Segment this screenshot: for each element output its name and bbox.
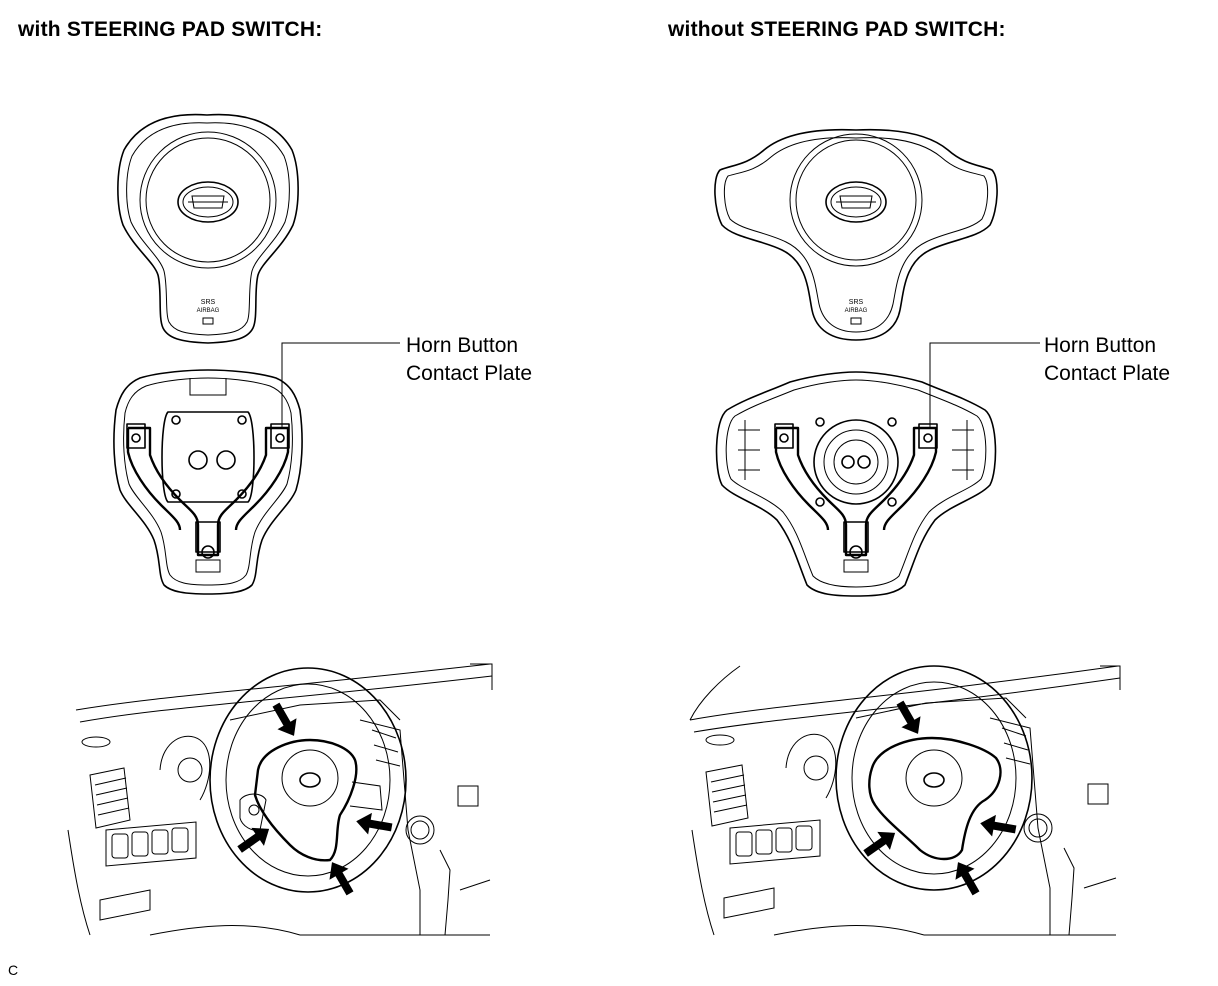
steering-pad-rear-icon bbox=[113, 369, 303, 595]
callout-line2: Contact Plate bbox=[406, 362, 533, 385]
steering-pad-front-icon: SRS AIRBAG bbox=[117, 113, 299, 344]
push-arrow-icon bbox=[354, 810, 394, 839]
push-arrow-icon bbox=[859, 823, 902, 863]
heading-with-steering-pad-switch: with STEERING PAD SWITCH: bbox=[18, 18, 323, 41]
figure-code: C bbox=[8, 962, 19, 978]
callout-line1: Horn Button bbox=[1044, 334, 1157, 357]
callout-line2: Contact Plate bbox=[1044, 362, 1171, 385]
airbag-label: AIRBAG bbox=[197, 308, 220, 314]
callout-line1: Horn Button bbox=[406, 334, 519, 357]
callout-horn-button-contact-plate-right: Horn Button Contact Plate bbox=[1044, 332, 1170, 388]
srs-label: SRS bbox=[849, 299, 864, 306]
callout-horn-button-contact-plate-left: Horn Button Contact Plate bbox=[406, 332, 532, 388]
steering-wheel-dashboard-icon bbox=[689, 665, 1121, 936]
steering-pad-front-icon: SRS AIRBAG bbox=[714, 128, 998, 341]
steering-wheel-dashboard-icon bbox=[67, 663, 493, 936]
push-arrow-icon bbox=[322, 856, 360, 899]
heading-without-steering-pad-switch: without STEERING PAD SWITCH: bbox=[668, 18, 1006, 41]
callout-leader-left bbox=[281, 342, 400, 428]
callout-leader-right bbox=[929, 342, 1040, 428]
push-arrow-icon bbox=[978, 812, 1018, 841]
srs-label: SRS bbox=[201, 299, 216, 306]
steering-pad-rear-icon bbox=[715, 371, 997, 597]
airbag-label: AIRBAG bbox=[845, 308, 868, 314]
